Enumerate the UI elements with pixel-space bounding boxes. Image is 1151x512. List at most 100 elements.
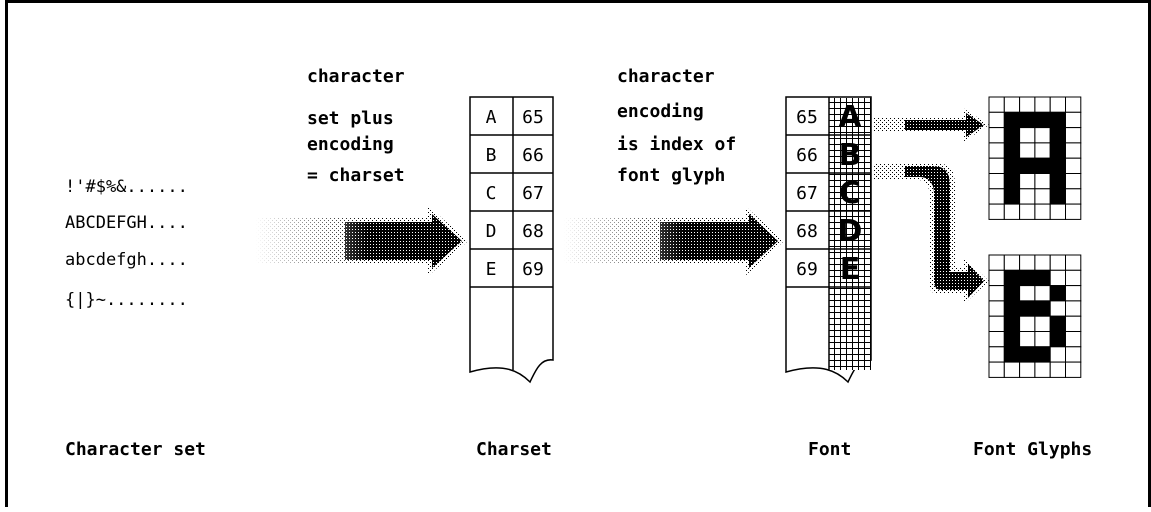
font-glyph: D [838,214,863,249]
charset-letter: D [486,221,497,242]
glyph-grid-a [989,97,1081,219]
glyph-pixel [1004,362,1019,377]
caption-font: Font [808,439,851,460]
glyph-pixel [1004,204,1019,219]
glyph-pixel [1004,128,1019,143]
glyph-pixel [1066,255,1081,270]
captions: Character set Charset Font Font Glyphs [65,439,1092,460]
charset-code: 66 [522,145,544,166]
glyph-pixel [989,143,1004,158]
charset-code: 65 [522,107,544,128]
frame-border-top [5,0,1151,3]
glyph-pixel [1066,97,1081,112]
glyph-pixel [1066,174,1081,189]
glyph-pixel [1004,189,1019,204]
glyph-pixel [1050,362,1065,377]
caption-character-set: Character set [65,439,206,460]
annotation-line: = charset [307,165,405,186]
glyph-pixel [1035,204,1050,219]
glyph-pixel [1035,347,1050,362]
glyph-pixel [989,332,1004,347]
glyph-pixel [1050,316,1065,331]
charset-line: {|}~........ [65,290,188,310]
glyph-pixel [1035,316,1050,331]
glyph-pixel [1066,158,1081,173]
glyph-pixel [1035,128,1050,143]
charset-letter: B [486,145,497,166]
font-glyph: B [839,138,862,173]
glyph-pixel [1035,286,1050,301]
charset-code: 69 [522,259,544,280]
glyph-pixel [1035,174,1050,189]
font-code: 67 [796,183,818,204]
glyph-pixel [1020,362,1035,377]
glyph-pixel [1004,255,1019,270]
glyph-pixel [1004,112,1019,127]
glyph-pixel [1066,301,1081,316]
glyph-pixel [989,270,1004,285]
glyph-pixel [1020,143,1035,158]
glyph-pixel [1066,204,1081,219]
glyph-pixel [1050,347,1065,362]
glyph-pixel [1020,128,1035,143]
glyph-pixel [1035,189,1050,204]
glyph-pixel [1050,270,1065,285]
glyph-pixel [1050,112,1065,127]
glyph-pixel [1050,189,1065,204]
annotation-line: encoding [307,134,394,155]
glyph-pixel [1066,286,1081,301]
font-code: 66 [796,145,818,166]
glyph-pixel [1020,158,1035,173]
glyph-pixel [1066,189,1081,204]
annotation-line: character [617,66,715,87]
glyph-pixel [1035,270,1050,285]
font-table: 65A66B67C68D69E [786,97,871,382]
font-glyph: A [838,100,862,135]
glyph-pixel [989,362,1004,377]
caption-charset: Charset [476,439,552,460]
glyph-pixel [1050,174,1065,189]
glyph-pixel [1020,255,1035,270]
glyph-pixel [989,204,1004,219]
glyph-pixel [1004,286,1019,301]
glyph-pixel [989,316,1004,331]
glyph-pixel [1050,286,1065,301]
glyph-pixel [989,158,1004,173]
glyph-pixel [1020,301,1035,316]
glyph-pixel [1035,112,1050,127]
charset-letter: A [486,107,497,128]
glyph-pixel [1004,316,1019,331]
glyph-pixel [1050,332,1065,347]
glyph-pixel [989,97,1004,112]
glyph-pixel [1050,204,1065,219]
annotation-charset-definition: character set plus encoding = charset [307,66,405,186]
arrow-font-to-glyph-a [873,108,989,142]
charset-line: abcdefgh.... [65,250,188,270]
glyph-pixel [1035,332,1050,347]
arrow-font-to-glyph-b [873,163,989,304]
charset-code: 67 [522,183,544,204]
charset-letter: E [486,259,497,280]
glyph-pixel [1050,158,1065,173]
glyph-pixel [1004,97,1019,112]
glyph-pixel [989,174,1004,189]
caption-font-glyphs: Font Glyphs [973,439,1092,460]
annotation-line: is index of [617,134,736,155]
glyph-pixel [1066,270,1081,285]
glyph-pixel [1035,143,1050,158]
arrow-charset-to-font [563,205,784,279]
glyph-pixel [1004,301,1019,316]
annotation-line: set plus [307,108,394,129]
annotation-line: encoding [617,101,704,122]
frame-border-left [5,0,8,507]
glyph-pixel [989,286,1004,301]
glyph-pixel [1050,301,1065,316]
glyph-pixel [1066,112,1081,127]
font-glyph: C [839,176,861,211]
glyph-pixel [989,112,1004,127]
font-code: 68 [796,221,818,242]
glyph-pixel [1066,143,1081,158]
glyph-pixel [1004,347,1019,362]
glyph-pixel [1020,189,1035,204]
